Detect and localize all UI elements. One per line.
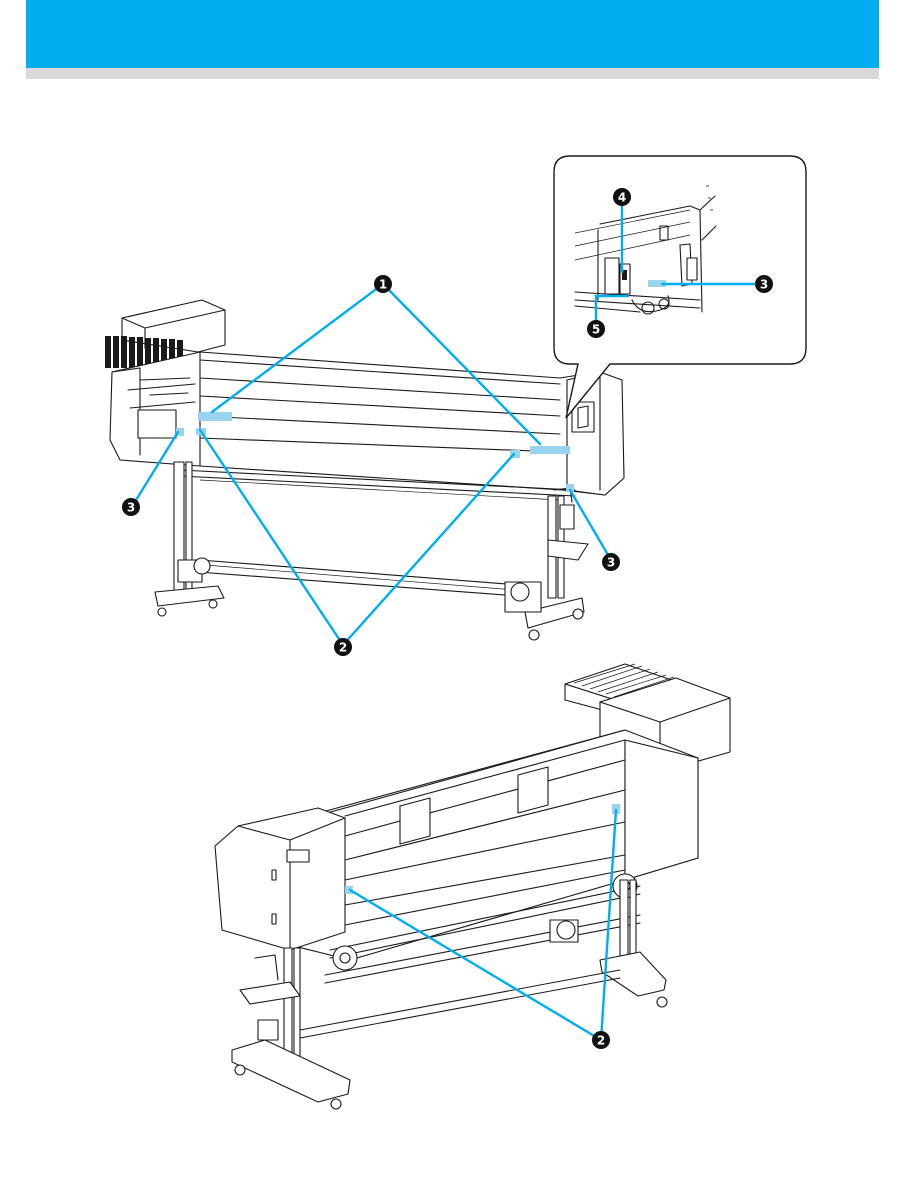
svg-text:2: 2 <box>339 641 347 655</box>
svg-text:4: 4 <box>618 191 626 205</box>
svg-text:3: 3 <box>760 278 768 292</box>
svg-text:3: 3 <box>127 501 135 515</box>
callout-badge-3-inset: 3 <box>755 275 773 293</box>
svg-text:5: 5 <box>592 323 600 337</box>
callout-badge-3-right: 3 <box>602 553 620 571</box>
callout-badge-2-front: 2 <box>334 638 352 656</box>
rear-view-printer <box>215 664 730 1109</box>
callout-badge-5-inset: 5 <box>587 320 605 338</box>
label-1-left <box>198 412 232 421</box>
callout-badge-3-left: 3 <box>122 498 140 516</box>
svg-text:1: 1 <box>379 278 387 292</box>
callout-badge-4-inset: 4 <box>613 188 631 206</box>
label-1-right <box>530 446 570 454</box>
front-view-printer <box>105 300 624 640</box>
callout-badge-1: 1 <box>374 275 392 293</box>
callout-badge-2-rear: 2 <box>592 1031 610 1049</box>
svg-text:2: 2 <box>597 1034 605 1048</box>
svg-text:3: 3 <box>607 556 615 570</box>
